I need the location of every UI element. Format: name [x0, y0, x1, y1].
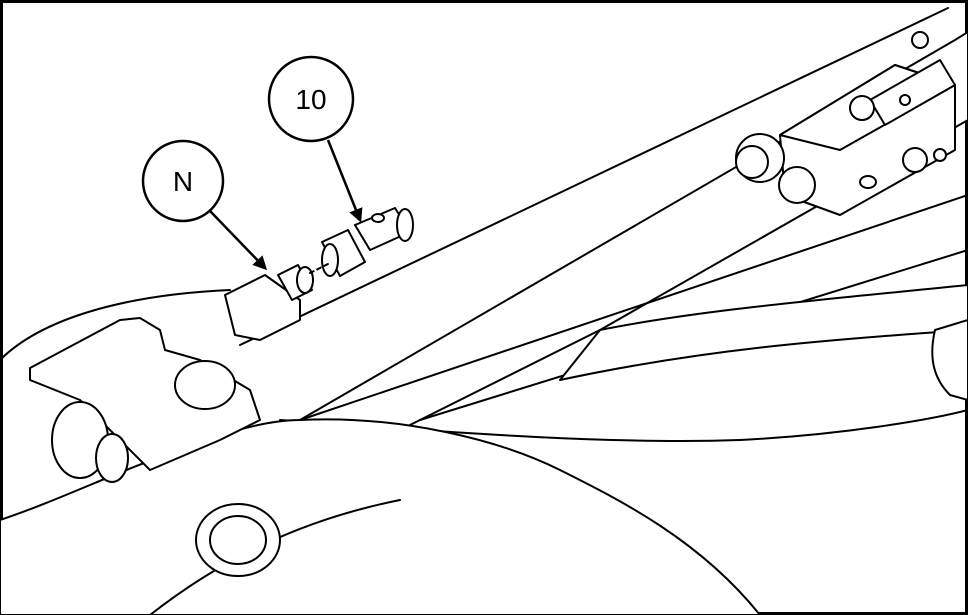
callout-10-label: 10	[295, 84, 326, 115]
fitting-10-nut-face	[321, 243, 339, 277]
valve-screw	[899, 94, 911, 106]
callout-n-leader	[209, 210, 268, 271]
alignment-line	[309, 262, 331, 274]
left-arm-outline	[0, 289, 231, 361]
valve-port-side	[849, 95, 875, 121]
valve-block-cap	[869, 59, 956, 126]
fitting-10-end	[396, 208, 414, 242]
callout-n: N	[141, 139, 268, 271]
valve-port-upper-inner	[735, 145, 769, 179]
callout-10: 10	[267, 55, 363, 223]
valve-port-lower	[778, 166, 816, 204]
valve-plug-lower	[859, 175, 877, 189]
port-fitting-n-end	[296, 266, 314, 294]
cylinder-rod-end	[95, 433, 129, 483]
cylinder-eye	[174, 360, 236, 410]
valve-plug	[933, 148, 947, 162]
pivot-pin-hole	[209, 515, 267, 565]
boom-lower-edge	[299, 194, 968, 421]
port-block	[224, 274, 301, 341]
right-bracket	[931, 319, 968, 401]
callout-n-label: N	[173, 166, 193, 197]
callout-10-circle	[267, 55, 355, 143]
valve-fitting-top	[911, 31, 929, 49]
fitting-10-port	[371, 213, 385, 223]
valve-port-front	[902, 147, 928, 173]
callout-n-circle	[141, 139, 225, 223]
boom-top-edge	[239, 7, 949, 346]
callout-10-leader	[326, 139, 363, 223]
